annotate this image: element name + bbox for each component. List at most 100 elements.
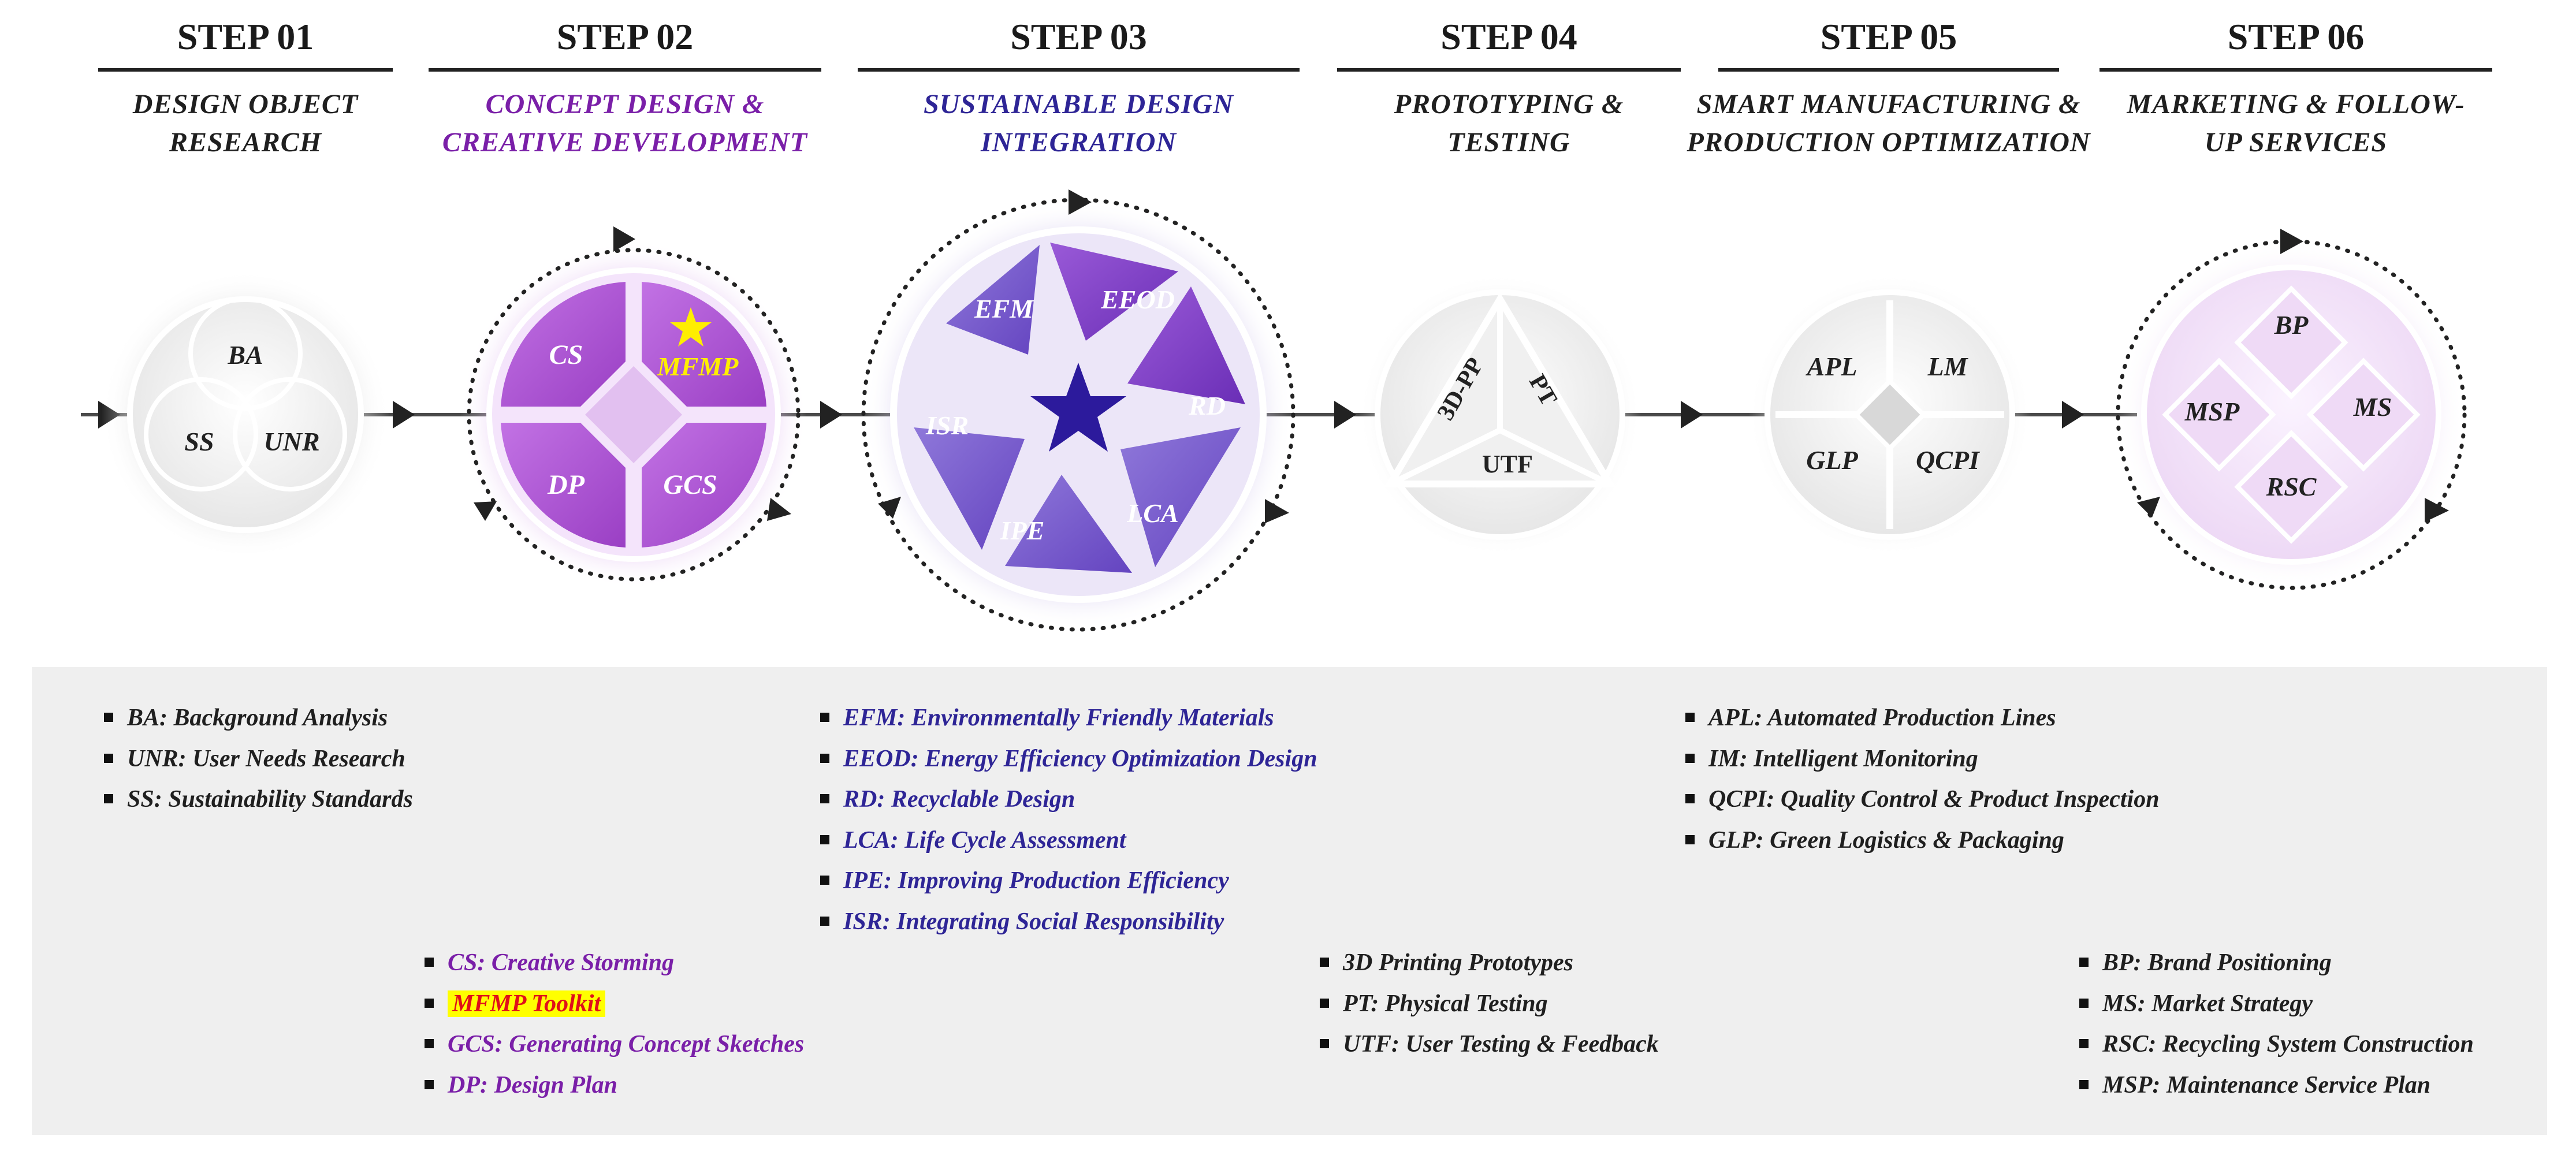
node-mfmp: MFMP <box>657 352 739 381</box>
legend-item: GCS: Generating Concept Sketches <box>425 1024 804 1065</box>
diamond-rsc <box>2234 430 2348 544</box>
legend-step5: APL: Automated Production Lines IM: Inte… <box>1685 698 2160 861</box>
star-icon <box>670 307 712 347</box>
divider <box>858 68 1300 72</box>
step-subtitle: MARKETING & FOLLOW- UP SERVICES <box>2099 85 2492 162</box>
blade-isr <box>914 427 1025 550</box>
step-title: STEP 02 <box>556 16 694 57</box>
orbit-arrow-icon <box>2137 497 2160 517</box>
step-subtitle: SUSTAINABLE DESIGN INTEGRATION <box>858 85 1300 162</box>
step4-circle: 3D-PP PT UTF <box>1358 273 1641 556</box>
node-rsc: RSC <box>2266 472 2317 501</box>
subtitle-line: INTEGRATION <box>980 127 1177 158</box>
venn-circle <box>233 377 347 491</box>
step-subtitle: DESIGN OBJECT RESEARCH <box>81 85 410 162</box>
process-diagram: BA SS UNR CS MFMP DP GCS EF <box>81 189 2467 632</box>
node-ss: SS <box>184 427 214 456</box>
legend-item: BP: Brand Positioning <box>2079 943 2474 984</box>
segment-mfmp <box>642 282 766 407</box>
segment-dp <box>501 423 626 548</box>
node-rd: RD <box>1188 391 1226 420</box>
segment-gcs <box>642 423 766 548</box>
divider <box>1718 68 2059 72</box>
node-apl: APL <box>1806 352 1857 381</box>
center-diamond <box>585 366 682 463</box>
legend-item: SS: Sustainability Standards <box>104 779 413 820</box>
venn-circle <box>144 377 258 491</box>
highlight-mark: MFMP Toolkit <box>448 990 606 1017</box>
arrow-icon <box>2062 401 2084 429</box>
divider <box>429 68 821 72</box>
subtitle-line: CONCEPT DESIGN & <box>485 89 765 120</box>
legend-item: EEOD: Energy Efficiency Optimization Des… <box>820 739 1317 780</box>
legend-item: UNR: User Needs Research <box>104 739 413 780</box>
orbit-ring <box>467 248 801 582</box>
node-glp: GLP <box>1806 445 1858 475</box>
node-lm: LM <box>1927 352 1969 381</box>
orbit-arrow-icon <box>878 497 901 519</box>
legend-item: CS: Creative Storming <box>425 943 804 984</box>
legend-item: IPE: Improving Production Efficiency <box>820 861 1317 902</box>
orbit-arrow-icon <box>2425 498 2449 522</box>
legend-step3: EFM: Environmentally Friendly Materials … <box>820 698 1317 942</box>
step1-circle: BA SS UNR <box>101 270 390 559</box>
legend-step1: BA: Background Analysis UNR: User Needs … <box>104 698 413 820</box>
legend-panel <box>32 667 2547 1135</box>
legend-item: QCPI: Quality Control & Product Inspecti… <box>1685 779 2160 820</box>
segment-cs <box>501 282 626 407</box>
legend-item-highlight: MFMP Toolkit <box>425 984 804 1025</box>
subtitle-line: SMART MANUFACTURING & <box>1696 89 2081 120</box>
orbit-arrow-icon <box>474 501 497 521</box>
diamond-bp <box>2234 285 2348 400</box>
arrow-icon <box>820 401 842 429</box>
venn-circle <box>188 296 303 411</box>
orbit-ring <box>2116 239 2467 590</box>
legend-item: APL: Automated Production Lines <box>1685 698 2160 739</box>
node-lca: LCA <box>1126 498 1178 528</box>
orbit-arrow-icon <box>1069 189 1092 215</box>
legend-item: 3D Printing Prototypes <box>1320 943 1659 984</box>
legend-item: ISR: Integrating Social Responsibility <box>820 902 1317 943</box>
diamond-ms <box>2306 357 2421 472</box>
node-unr: UNR <box>263 427 319 456</box>
subtitle-line: UP SERVICES <box>2204 127 2388 158</box>
blade-eeod <box>1050 243 1178 341</box>
step-subtitle: CONCEPT DESIGN & CREATIVE DEVELOPMENT <box>411 85 839 162</box>
node-msp: MSP <box>2184 397 2240 426</box>
blade-ipe <box>1005 475 1132 573</box>
divider <box>1337 68 1681 72</box>
arrow-icon <box>1334 401 1356 429</box>
divider <box>98 68 393 72</box>
node-gcs: GCS <box>663 470 717 500</box>
step5-circle: APL LM GLP QCPI <box>1748 273 2031 556</box>
blade-lca <box>1121 427 1241 567</box>
blade-efm <box>946 245 1040 355</box>
node-cs: CS <box>549 340 583 370</box>
star-icon <box>1030 363 1126 452</box>
node-utf: UTF <box>1482 450 1533 478</box>
orbit-arrow-icon <box>613 226 635 252</box>
node-qcpi: QCPI <box>1916 445 1981 475</box>
node-ba: BA <box>227 340 263 370</box>
divider <box>2099 68 2492 72</box>
node-ms: MS <box>2353 392 2392 422</box>
node-dp: DP <box>547 470 585 500</box>
legend-item: RD: Recyclable Design <box>820 779 1317 820</box>
step-title: STEP 04 <box>1440 16 1577 57</box>
subtitle-line: PROTOTYPING & <box>1394 89 1624 120</box>
legend-item: UTF: User Testing & Feedback <box>1320 1024 1659 1065</box>
step-title: STEP 05 <box>1820 16 1957 57</box>
legend-item: MSP: Maintenance Service Plan <box>2079 1065 2474 1106</box>
node-eeod: EEOD <box>1100 285 1175 314</box>
diamond-msp <box>2162 357 2276 472</box>
arrow-icon <box>1681 401 1703 429</box>
subtitle-line: CREATIVE DEVELOPMENT <box>442 127 808 158</box>
orbit-arrow-icon <box>767 498 791 521</box>
center-diamond <box>1853 378 1927 452</box>
legend-item: BA: Background Analysis <box>104 698 413 739</box>
legend-item: EFM: Environmentally Friendly Materials <box>820 698 1317 739</box>
legend-item: RSC: Recycling System Construction <box>2079 1024 2474 1065</box>
subtitle-line: SUSTAINABLE DESIGN <box>924 89 1234 120</box>
subtitle-line: TESTING <box>1447 127 1570 158</box>
step2-circle: CS MFMP DP GCS <box>460 226 807 588</box>
